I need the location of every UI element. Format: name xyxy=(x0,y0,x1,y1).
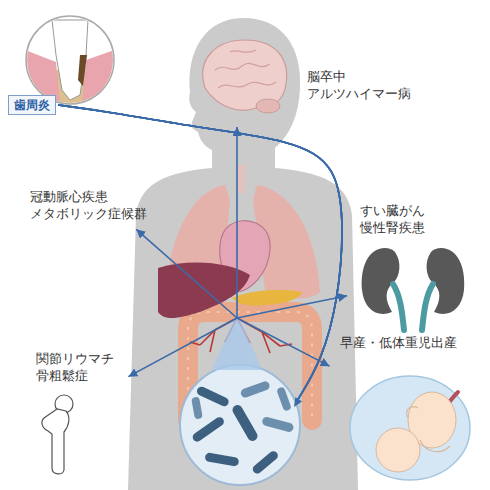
disease-group: 脳卒中アルツハイマー病 xyxy=(195,32,417,122)
bacterium xyxy=(191,415,226,443)
disease-label: 骨粗鬆症 xyxy=(36,367,88,384)
bacterium xyxy=(204,452,239,467)
bacteria-circle xyxy=(180,365,300,485)
disease-label: 脳卒中 xyxy=(307,68,346,85)
disease-label: メタボリック症候群 xyxy=(30,205,147,222)
bacterium xyxy=(276,386,292,411)
bacteria-beam xyxy=(212,312,262,370)
ureter xyxy=(393,284,433,330)
amniotic-sac xyxy=(350,376,470,480)
disease-group: 関節リウマチ骨粗鬆症 xyxy=(28,348,124,478)
disease-label: 慢性腎疾患 xyxy=(360,219,425,236)
fetus-head xyxy=(376,428,420,472)
callout-label: 歯周炎 xyxy=(8,95,56,115)
kidney xyxy=(427,248,465,314)
kidney xyxy=(362,248,400,314)
disease-label: 関節リウマチ xyxy=(36,350,114,367)
disease-group: 早産・低体重児出産 xyxy=(334,334,476,484)
bacterium xyxy=(231,403,260,443)
tartar xyxy=(78,55,87,86)
bacteria-rods xyxy=(191,380,295,475)
pancreas xyxy=(232,290,302,305)
fetus-limb xyxy=(407,407,450,452)
bacterium xyxy=(191,396,203,419)
bacterium xyxy=(261,416,294,433)
disease-label: 歯周炎 xyxy=(14,97,50,113)
cerebellum xyxy=(256,99,280,113)
disease-label: アルツハイマー病 xyxy=(307,85,411,102)
bacterium xyxy=(240,380,271,399)
disease-group: すい臓がん慢性腎疾患 xyxy=(352,198,470,335)
disease-label: すい臓がん xyxy=(360,202,425,219)
disease-group: 冠動脈心疾患メタボリック症候群 xyxy=(26,186,166,226)
brain-fold xyxy=(215,50,276,88)
bacterium xyxy=(251,449,280,475)
tooth xyxy=(52,20,88,100)
bacterium xyxy=(195,385,230,408)
disease-label: 早産・低体重児出産 xyxy=(340,334,457,351)
femur xyxy=(42,409,69,474)
disease-label: 冠動脈心疾患 xyxy=(30,188,108,205)
